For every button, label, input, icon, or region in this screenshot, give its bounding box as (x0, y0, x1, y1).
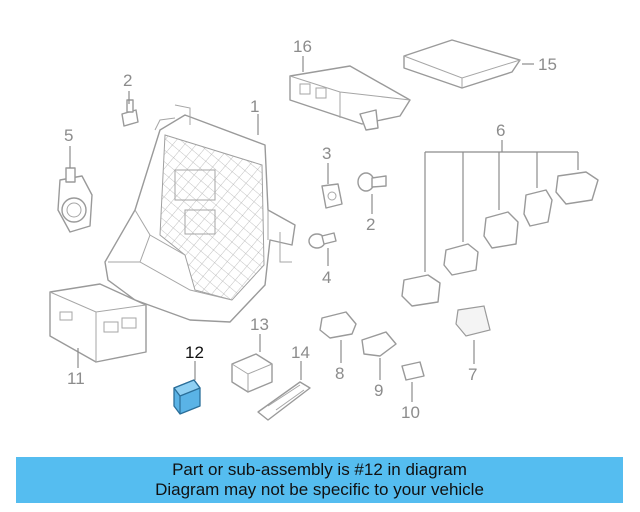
part-11-control-module[interactable] (49, 283, 147, 363)
callout-10: 10 (401, 403, 420, 422)
callout-3: 3 (322, 144, 331, 163)
callout-1: 1 (250, 97, 259, 116)
callout-2-lower: 2 (366, 215, 375, 234)
callout-13: 13 (250, 315, 269, 334)
leader-lines (69, 56, 579, 402)
callout-16: 16 (293, 37, 312, 56)
banner-line-2: Diagram may not be specific to your vehi… (155, 480, 484, 499)
callout-2-upper: 2 (123, 71, 132, 90)
callout-labels: 1 2 2 3 4 5 6 7 8 9 10 11 12 13 14 15 16 (64, 37, 557, 422)
callout-14: 14 (291, 343, 310, 362)
callout-8: 8 (335, 364, 344, 383)
part-10-connector[interactable] (401, 361, 425, 381)
part-12-fuse-highlighted[interactable] (173, 379, 201, 415)
part-4-bolt[interactable] (308, 232, 337, 249)
part-1-fuse-box-housing[interactable] (104, 104, 296, 323)
part-5-buzzer[interactable] (57, 167, 93, 233)
part-2-screw-right[interactable] (357, 172, 387, 192)
callout-5: 5 (64, 126, 73, 145)
callout-12: 12 (185, 343, 204, 362)
banner-line-1: Part or sub-assembly is #12 in diagram (172, 460, 467, 479)
callout-4: 4 (322, 268, 331, 287)
part-9-bracket[interactable] (361, 331, 397, 357)
part-7-relay[interactable] (455, 305, 491, 337)
part-2-bolt-upper[interactable] (121, 99, 139, 127)
part-13-fuse-holder[interactable] (231, 353, 273, 393)
info-banner: Part or sub-assembly is #12 in diagram D… (16, 457, 623, 503)
part-3-clip-nut[interactable] (321, 183, 343, 209)
part-8-clip[interactable] (319, 311, 357, 339)
part-14-cover-strip[interactable] (257, 381, 311, 421)
part-15-module[interactable] (403, 39, 521, 89)
part-6-relays[interactable] (401, 171, 599, 307)
part-16-control-unit[interactable] (289, 65, 411, 131)
callout-6: 6 (496, 121, 505, 140)
parts-diagram: 1 2 2 3 4 5 6 7 8 9 10 11 12 13 14 15 16 (49, 37, 599, 422)
callout-7: 7 (468, 365, 477, 384)
callout-15: 15 (538, 55, 557, 74)
callout-11: 11 (67, 369, 85, 388)
callout-9: 9 (374, 381, 383, 400)
